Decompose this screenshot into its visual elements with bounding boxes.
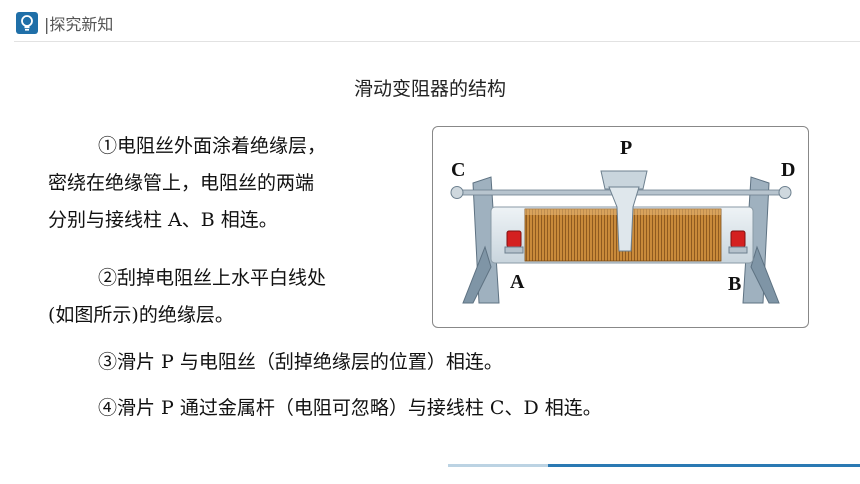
footer-accent-dark xyxy=(548,464,860,467)
header-bar: |探究新知 xyxy=(0,0,860,44)
label-d: D xyxy=(781,159,796,181)
paragraph-4: ④滑片 P 通过金属杆（电阻可忽略）与接线柱 C、D 相连。 xyxy=(98,397,602,419)
label-a: A xyxy=(510,271,525,293)
rheostat-figure: P C D A B xyxy=(432,126,809,328)
paragraph-1-line-3: 分别与接线柱 A、B 相连。 xyxy=(48,209,278,231)
header-divider xyxy=(14,41,860,42)
paragraph-2-line-2: (如图所示)的绝缘层。 xyxy=(48,304,234,326)
label-b: B xyxy=(728,273,742,295)
paragraph-1-line-1: ①电阻丝外面涂着绝缘层， xyxy=(98,135,327,157)
paragraph-1-line-2: 密绕在绝缘管上，电阻丝的两端 xyxy=(48,172,315,194)
paragraph-3: ③滑片 P 与电阻丝（刮掉绝缘层的位置）相连。 xyxy=(98,351,503,373)
footer-accent-light xyxy=(448,464,548,467)
paragraph-2-line-1: ②刮掉电阻丝上水平白线处 xyxy=(98,267,327,289)
rheostat-illustration xyxy=(450,170,792,304)
page-title: 滑动变阻器的结构 xyxy=(353,78,506,100)
section-title: |探究新知 xyxy=(44,15,114,34)
lightbulb-icon xyxy=(16,12,38,34)
label-c: C xyxy=(451,159,466,181)
label-p: P xyxy=(620,137,633,159)
